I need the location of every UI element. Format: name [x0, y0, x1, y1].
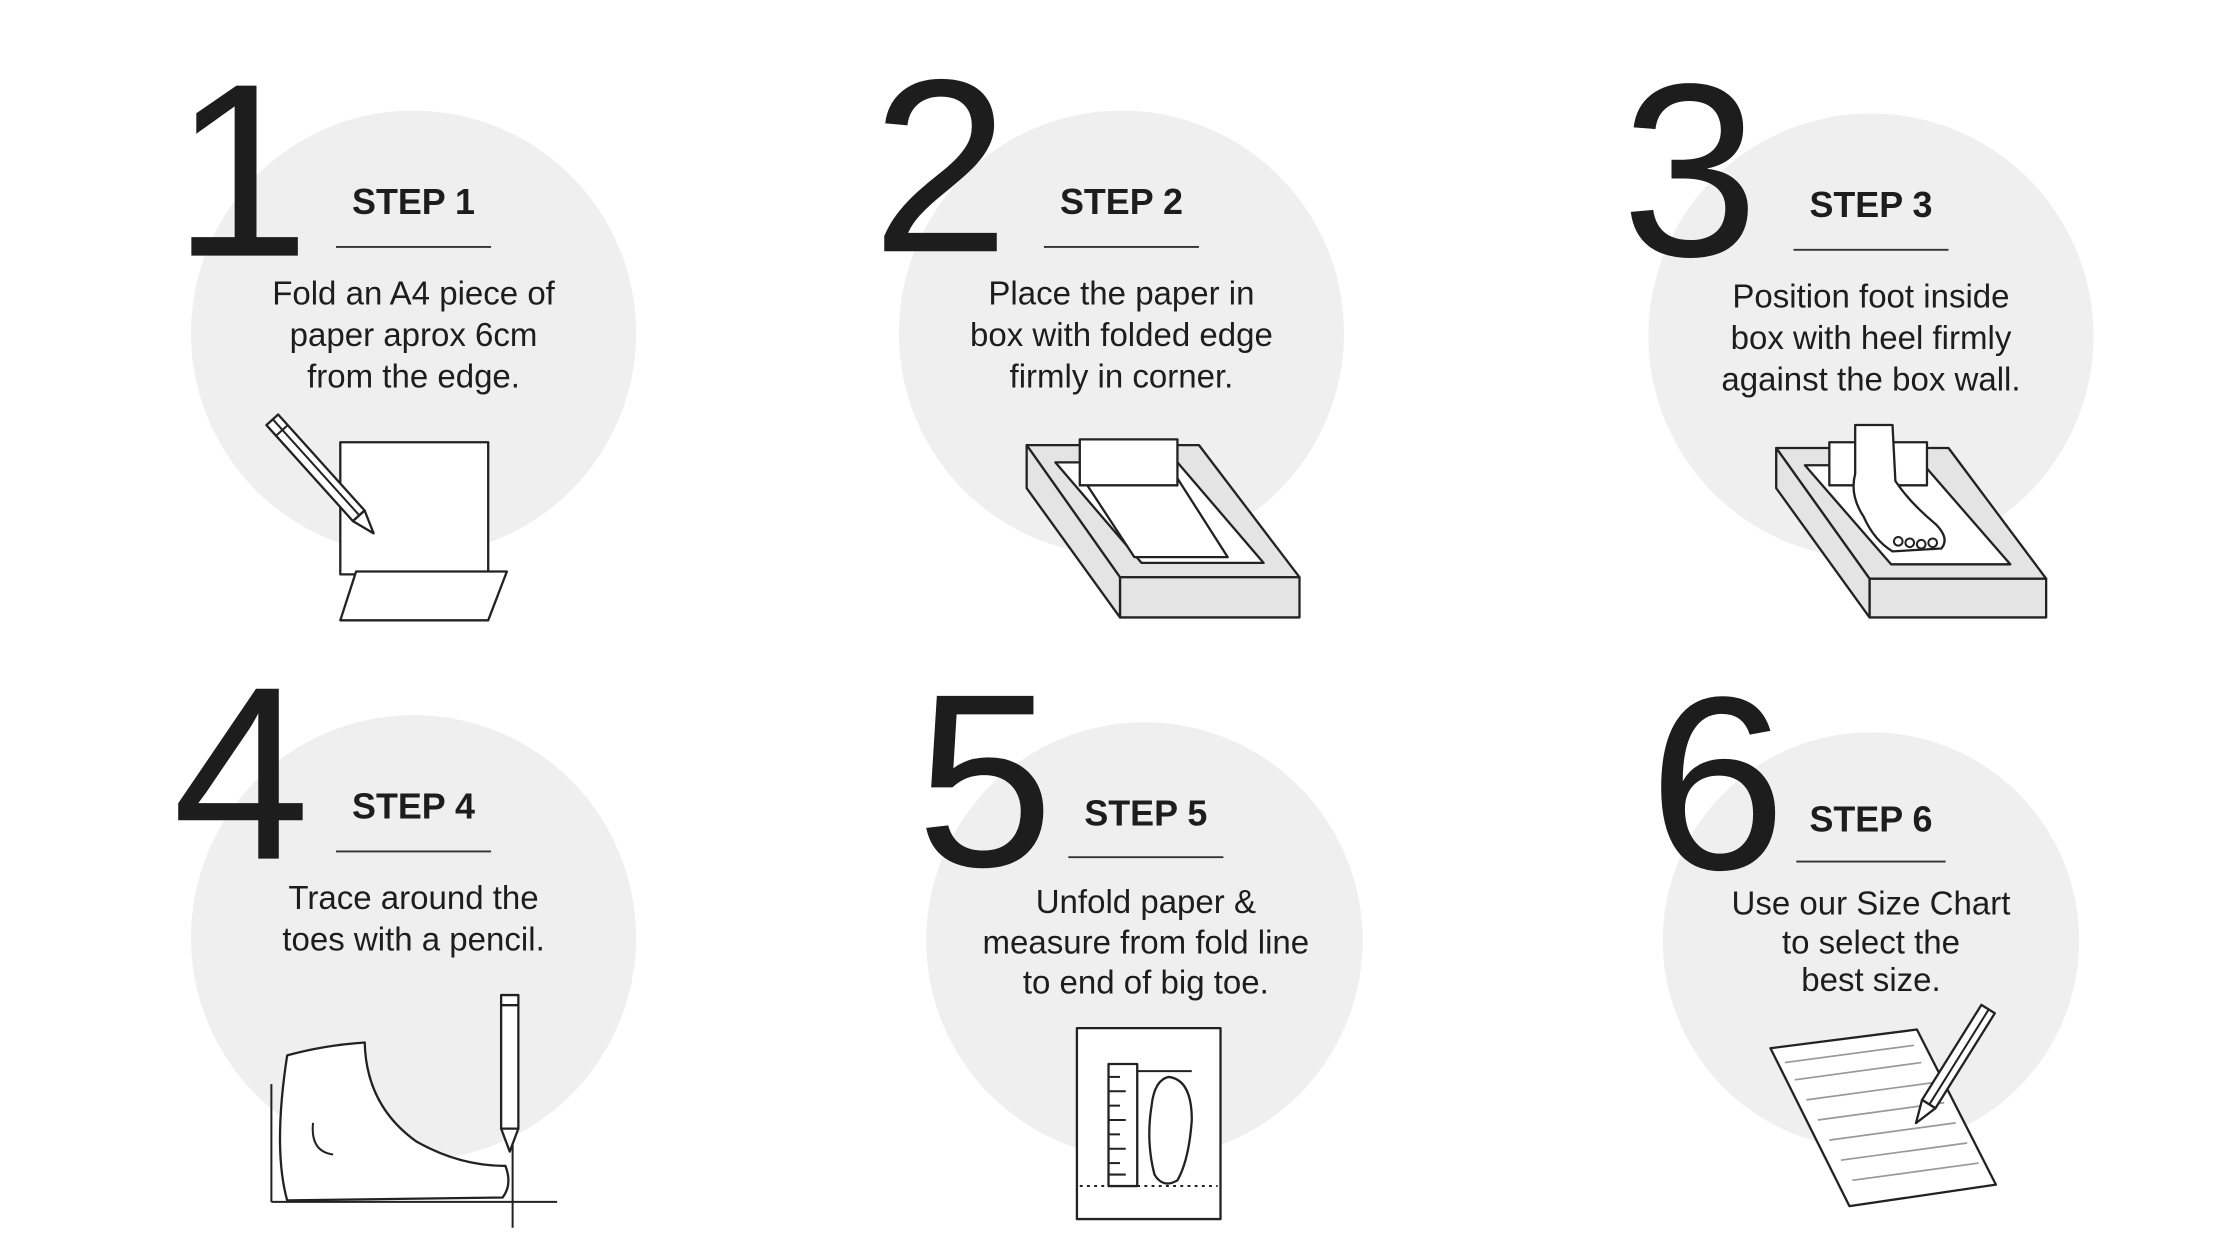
step-3-label: STEP 3: [1809, 185, 1932, 225]
step-6: 6 STEP 6 Use our Size Chart to select th…: [1649, 646, 2080, 1208]
ruler-footprint-icon: [1075, 1026, 1222, 1221]
step-4-circle: [190, 715, 637, 1161]
step-3: 3 STEP 3 Position foot inside box with h…: [1621, 33, 2094, 619]
step-1-text-line: Fold an A4 piece of: [272, 274, 555, 311]
step-6-text-line: to select the: [1782, 923, 1960, 960]
step-5-text-line: Unfold paper &: [1036, 883, 1256, 920]
step-4-text-line: toes with a pencil.: [282, 921, 544, 958]
step-4-text-line: Trace around the: [288, 879, 538, 916]
size-chart-pencil-icon: [1769, 1003, 1998, 1208]
step-5-label: STEP 5: [1084, 794, 1207, 834]
step-3-text-line: box with heel firmly: [1731, 319, 2012, 356]
foot-in-box-icon: [1775, 423, 2048, 619]
step-6-label: STEP 6: [1809, 799, 1932, 839]
step-3-text-line: against the box wall.: [1721, 361, 2020, 398]
step-4-label: STEP 4: [352, 786, 475, 826]
step-1-number: 1: [173, 33, 310, 309]
step-5-text-line: measure from fold line: [983, 923, 1310, 960]
step-3-number: 3: [1621, 33, 1758, 309]
step-2-text-line: firmly in corner.: [1010, 358, 1234, 395]
step-5-circle: [926, 722, 1363, 1159]
step-2-circle: [898, 110, 1344, 556]
step-1: 1 STEP 1 Fold an A4 piece of paper aprox…: [173, 33, 637, 622]
foot-trace-pencil-icon: [270, 993, 558, 1228]
step-6-text-line: best size.: [1801, 961, 1940, 998]
step-5-number: 5: [916, 643, 1053, 919]
step-3-circle: [1648, 113, 2094, 559]
paper-in-box-icon: [1025, 438, 1301, 619]
step-2: 2 STEP 2 Place the paper in box with fol…: [872, 28, 1344, 619]
step-4-number: 4: [173, 636, 310, 912]
step-1-text-line: paper aprox 6cm: [290, 316, 538, 353]
step-1-label: STEP 1: [352, 182, 475, 222]
step-4: 4 STEP 4 Trace around the toes with a pe…: [173, 636, 637, 1228]
step-6-number: 6: [1649, 646, 1786, 922]
step-2-number: 2: [872, 28, 1009, 304]
step-5-text-line: to end of big toe.: [1023, 964, 1269, 1001]
step-1-text-line: from the edge.: [307, 358, 520, 395]
pencil-paper-fold-icon: [265, 413, 509, 622]
step-6-text-line: Use our Size Chart: [1732, 885, 2011, 922]
step-2-text-line: Place the paper in: [988, 274, 1254, 311]
step-3-text-line: Position foot inside: [1732, 277, 2009, 314]
step-5: 5 STEP 5 Unfold paper & measure from fol…: [916, 643, 1363, 1221]
step-2-label: STEP 2: [1060, 182, 1183, 222]
step-2-text-line: box with folded edge: [970, 316, 1273, 353]
